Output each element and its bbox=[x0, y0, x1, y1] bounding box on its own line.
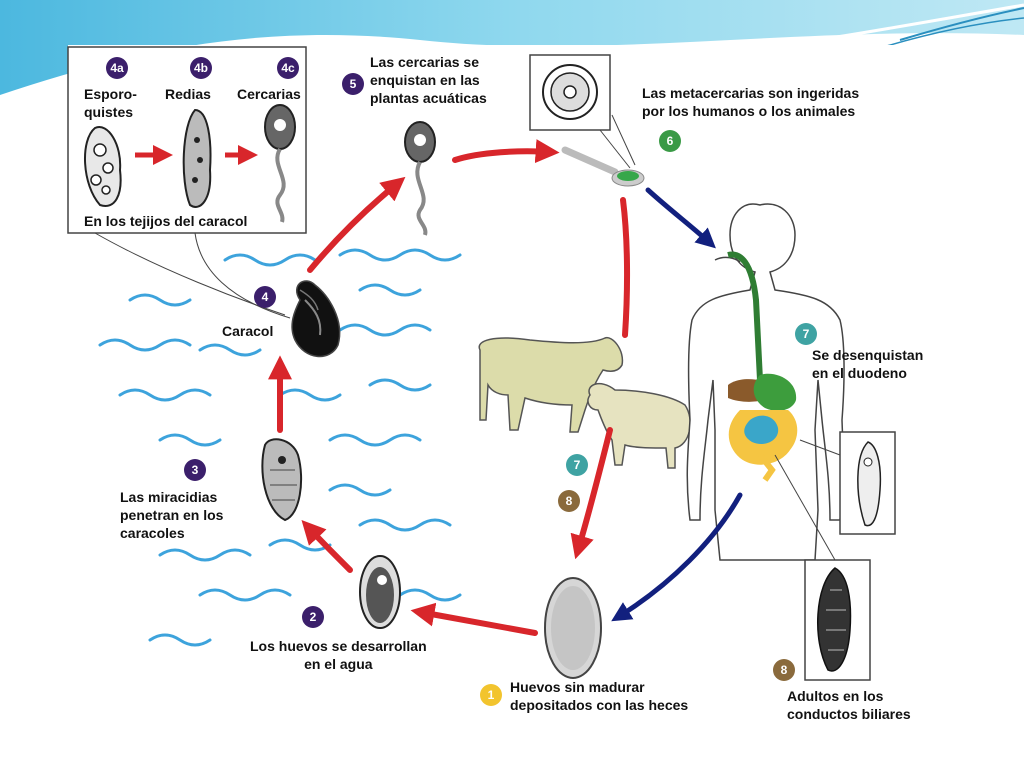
badge-8-human: 8 bbox=[773, 659, 795, 681]
cycle-arrows-blue bbox=[611, 187, 743, 622]
badge-4b: 4b bbox=[190, 57, 212, 79]
miracidium-icon bbox=[261, 438, 303, 522]
sheep-icon bbox=[587, 382, 691, 469]
badge-8-animal: 8 bbox=[558, 490, 580, 512]
egg-icon bbox=[359, 555, 401, 629]
step-5-label: Las cercarias se enquistan en las planta… bbox=[370, 54, 487, 106]
inset-caption: En los tejijos del caracol bbox=[84, 213, 248, 229]
badge-7-human: 7 bbox=[795, 323, 817, 345]
cycle-arrows-red bbox=[268, 139, 631, 636]
step-6-label: Las metacercarias son ingeridas por los … bbox=[642, 85, 860, 119]
adult-fluke-icon bbox=[857, 441, 882, 527]
sporocyst-icon bbox=[84, 126, 122, 207]
badge-4a: 4a bbox=[106, 57, 128, 79]
adult-fluke-icon bbox=[817, 567, 852, 672]
water-waves bbox=[98, 248, 462, 647]
cercaria-icon bbox=[264, 104, 296, 223]
spoon-icon bbox=[561, 146, 645, 187]
step-8-human-label: Adultos en los conductos biliares bbox=[787, 688, 911, 722]
metacercaria-icon bbox=[542, 64, 598, 120]
badge-4: 4 bbox=[254, 286, 276, 308]
step-3-label: Las miracidias penetran en los caracoles bbox=[120, 489, 224, 541]
redia-icon bbox=[182, 108, 212, 208]
badge-1: 1 bbox=[480, 684, 502, 706]
step-4-label: Caracol bbox=[222, 323, 274, 339]
step-2-label: Los huevos se desarrollan en el agua bbox=[250, 638, 427, 672]
step-7-human-label: Se desenquistan en el duodeno bbox=[812, 347, 924, 381]
badge-3: 3 bbox=[184, 459, 206, 481]
step-1-label: Huevos sin madurar depositados con las h… bbox=[510, 679, 689, 713]
badge-7-animal: 7 bbox=[566, 454, 588, 476]
snail-icon bbox=[291, 280, 341, 358]
top-band bbox=[0, 0, 1024, 95]
egg-icon bbox=[544, 577, 602, 679]
human-body-icon bbox=[686, 203, 845, 561]
badge-6: 6 bbox=[659, 130, 681, 152]
badge-4c: 4c bbox=[277, 57, 299, 79]
inset-stage-4c-label: Cercarias bbox=[237, 86, 301, 102]
badge-5: 5 bbox=[342, 73, 364, 95]
cercaria-icon bbox=[404, 121, 436, 236]
badge-2: 2 bbox=[302, 606, 324, 628]
cow-icon bbox=[478, 336, 624, 433]
inset-stage-4b-label: Redias bbox=[165, 86, 211, 102]
inset-stage-4a-label: Esporo- quistes bbox=[84, 86, 137, 120]
